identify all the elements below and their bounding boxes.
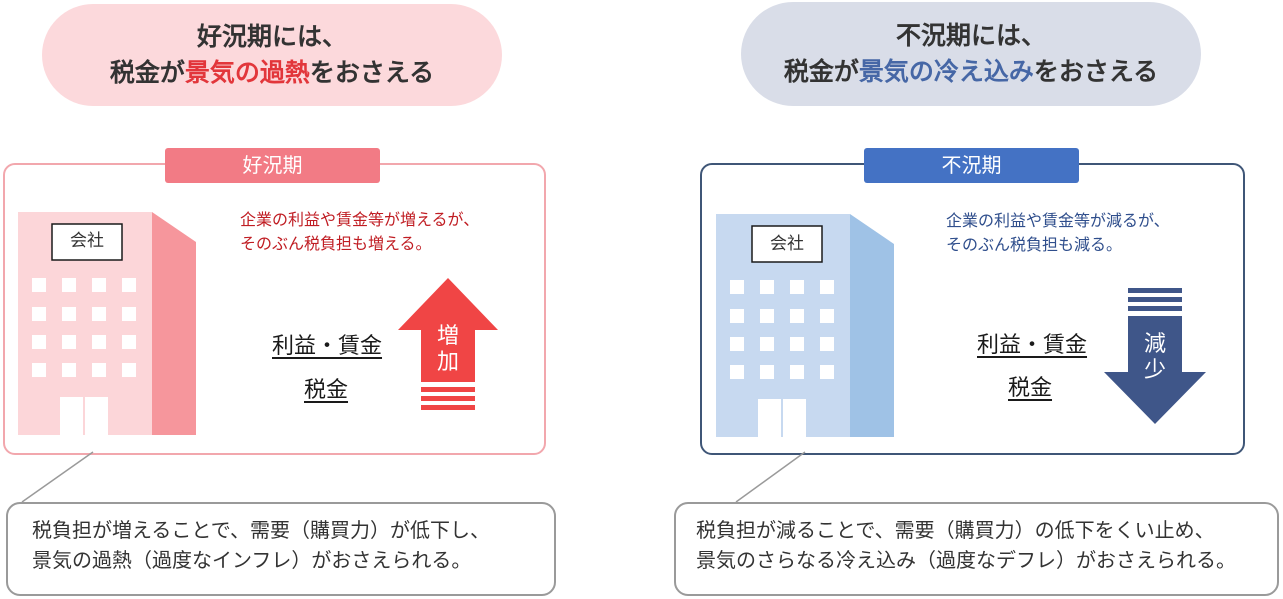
increase-arrow-label: 増 加	[434, 324, 462, 376]
boom-description: 企業の利益や賃金等が増えるが、 そのぶん税負担も増える。	[240, 208, 540, 256]
recession-headline-suffix: をおさえる	[1033, 57, 1159, 86]
boom-bubble-line1: 税負担が増えることで、需要（購買力）が低下し、	[32, 518, 490, 542]
boom-bubble-line2: 景気の過熱（過度なインフレ）がおさえられる。	[32, 548, 472, 572]
decrease-char-1: 減	[1143, 332, 1166, 357]
boom-headline: 好況期には、 税金が景気の過熱をおさえる	[42, 4, 502, 106]
recession-label-profit: 利益・賃金	[977, 333, 1088, 358]
boom-desc-line2: そのぶん税負担も増える。	[240, 234, 432, 253]
increase-char-2: 加	[436, 350, 459, 375]
recession-label-tax: 税金	[1008, 376, 1053, 401]
increase-arrow-icon	[398, 278, 498, 410]
decrease-arrow-icon	[1104, 288, 1206, 424]
decrease-arrow-label: 減 少	[1141, 332, 1169, 384]
boom-explanation-bubble: 税負担が増えることで、需要（購買力）が低下し、 景気の過熱（過度なインフレ）がお…	[6, 502, 556, 596]
boom-headline-line2: 税金が景気の過熱をおさえる	[42, 55, 502, 91]
boom-headline-prefix: 税金が	[109, 58, 185, 87]
boom-label-profit: 利益・賃金	[272, 334, 383, 359]
boom-desc-line1: 企業の利益や賃金等が増えるが、	[240, 210, 480, 229]
boom-callout-line	[21, 451, 94, 503]
recession-bubble-line2: 景気のさらなる冷え込み（過度なデフレ）がおさえられる。	[696, 548, 1236, 572]
boom-tag: 好況期	[165, 148, 380, 183]
boom-headline-suffix: をおさえる	[309, 58, 435, 87]
boom-label-tax: 税金	[304, 378, 349, 403]
recession-headline-highlight: 景気の冷え込み	[858, 57, 1034, 86]
increase-char-1: 増	[436, 324, 459, 349]
recession-headline-prefix: 税金が	[783, 57, 859, 86]
recession-company-label: 会社	[770, 234, 804, 254]
recession-bubble-line1: 税負担が減ることで、需要（購買力）の低下をくい止め、	[696, 518, 1215, 542]
recession-description: 企業の利益や賃金等が減るが、 そのぶん税負担も減る。	[946, 209, 1246, 257]
boom-headline-line1: 好況期には、	[196, 22, 347, 51]
callout-connectors	[21, 451, 806, 503]
boom-building-icon	[18, 212, 196, 435]
recession-desc-line1: 企業の利益や賃金等が減るが、	[946, 211, 1170, 230]
recession-explanation-bubble: 税負担が減ることで、需要（購買力）の低下をくい止め、 景気のさらなる冷え込み（過…	[674, 502, 1279, 596]
recession-headline-line1: 不況期には、	[895, 21, 1046, 50]
recession-tag: 不況期	[864, 148, 1079, 183]
boom-company-label: 会社	[70, 231, 104, 251]
recession-callout-line	[735, 451, 806, 503]
recession-headline: 不況期には、 税金が景気の冷え込みをおさえる	[741, 2, 1201, 106]
recession-building-icon	[716, 214, 894, 437]
recession-headline-line2: 税金が景気の冷え込みをおさえる	[741, 54, 1201, 90]
boom-headline-highlight: 景気の過熱	[184, 58, 310, 87]
recession-desc-line2: そのぶん税負担も減る。	[946, 235, 1123, 254]
decrease-char-2: 少	[1143, 358, 1166, 383]
